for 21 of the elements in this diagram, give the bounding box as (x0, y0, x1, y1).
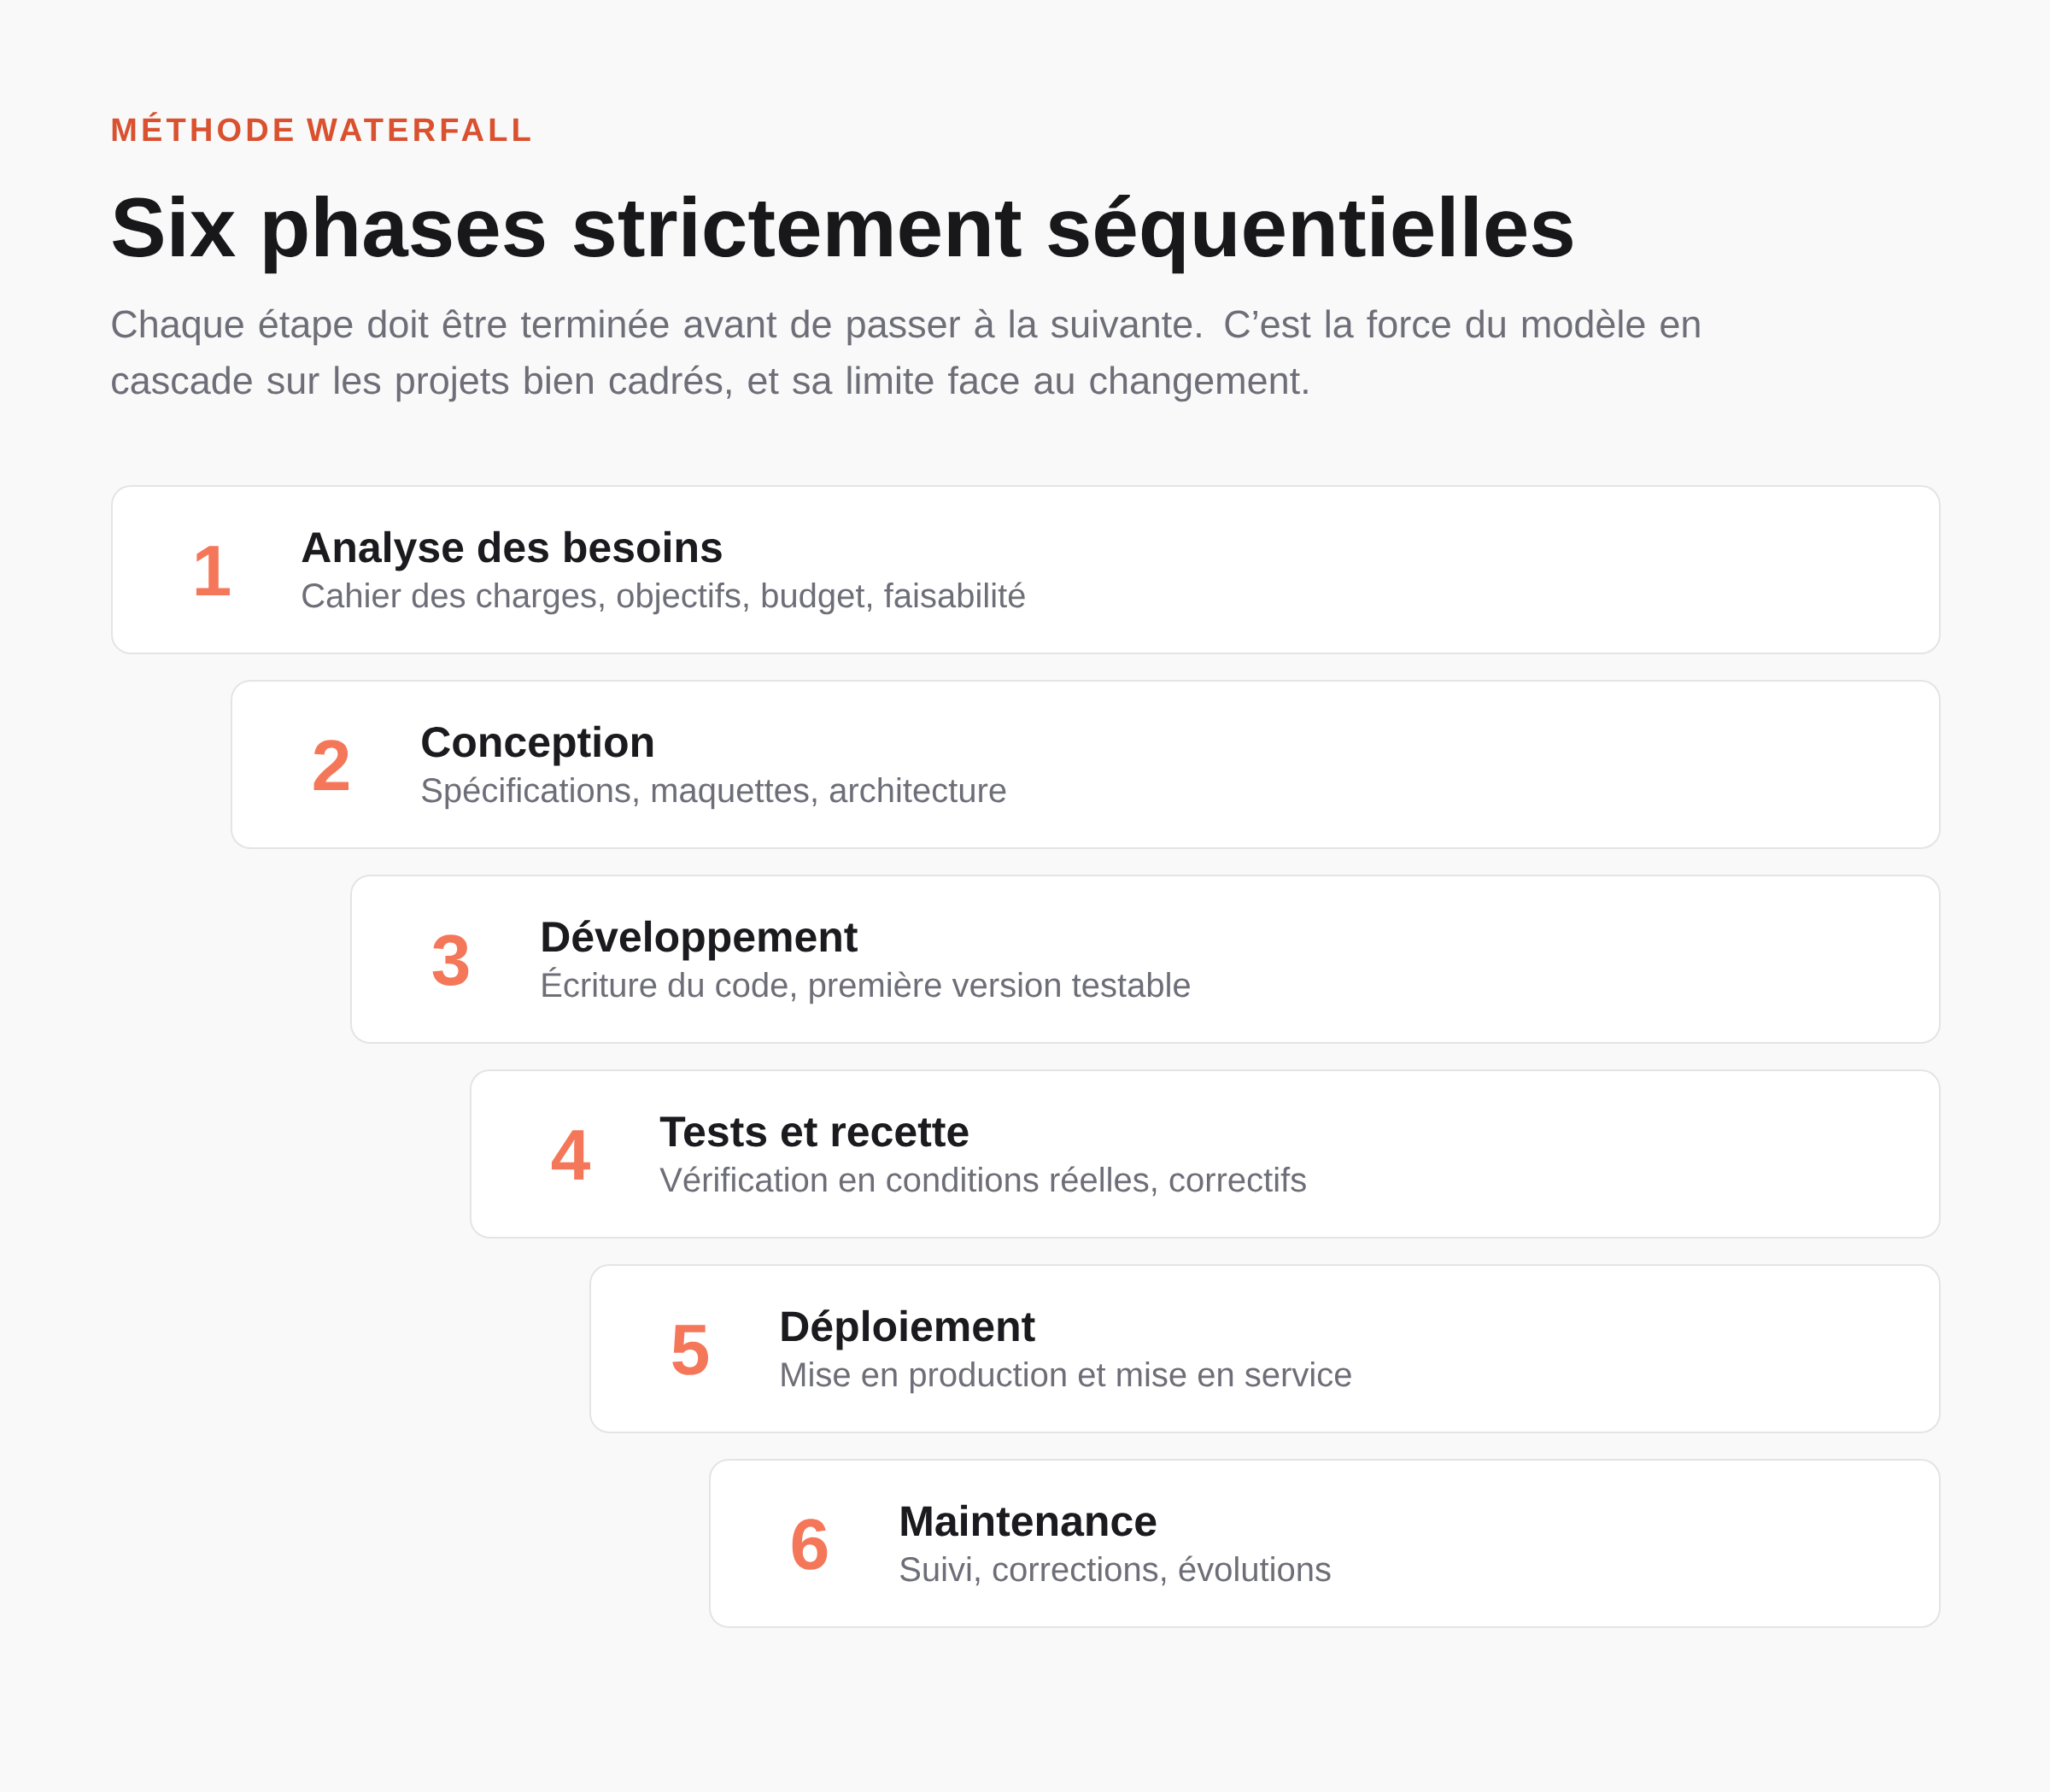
phase-description: Spécifications, maquettes, architecture (422, 776, 1006, 810)
phase-title: Tests et recette (659, 1116, 969, 1147)
phase-description: Vérification en conditions réelles, correctifs (659, 1166, 1306, 1197)
phase-description: Mise en production et mise en service (782, 1362, 1351, 1394)
step-number: 2 (313, 740, 348, 790)
step-number: 6 (792, 1519, 828, 1570)
phase-title: Développement (542, 920, 858, 961)
phase-description: Suivi, corrections, évolutions (900, 1555, 1331, 1586)
subtitle-text: Chaque étape doit être terminée avant de passer à la suivante. C’est la force du modèle en cascade sur les projets bien cadrés, et sa limite face au changement. (112, 308, 1700, 402)
step-number: 1 (196, 546, 231, 595)
phase-title: Déploiement (782, 1309, 1035, 1350)
phase-description: Cahier des charges, objectifs, budget, faisabilité (302, 582, 1025, 615)
step-number: 5 (672, 1325, 709, 1375)
phase-title: Conception (422, 725, 653, 766)
kicker-text: MÉTHODE WATERFALL (112, 112, 530, 142)
title: Six phases strictement séquentielles (113, 195, 1573, 274)
step-number: 3 (432, 934, 469, 986)
step-number: 4 (551, 1130, 590, 1180)
phase-title: Maintenance (901, 1504, 1157, 1537)
phase-description: Écriture du code, première version testable (542, 967, 1190, 1004)
phase-title: Analyse des besoins (302, 530, 722, 571)
